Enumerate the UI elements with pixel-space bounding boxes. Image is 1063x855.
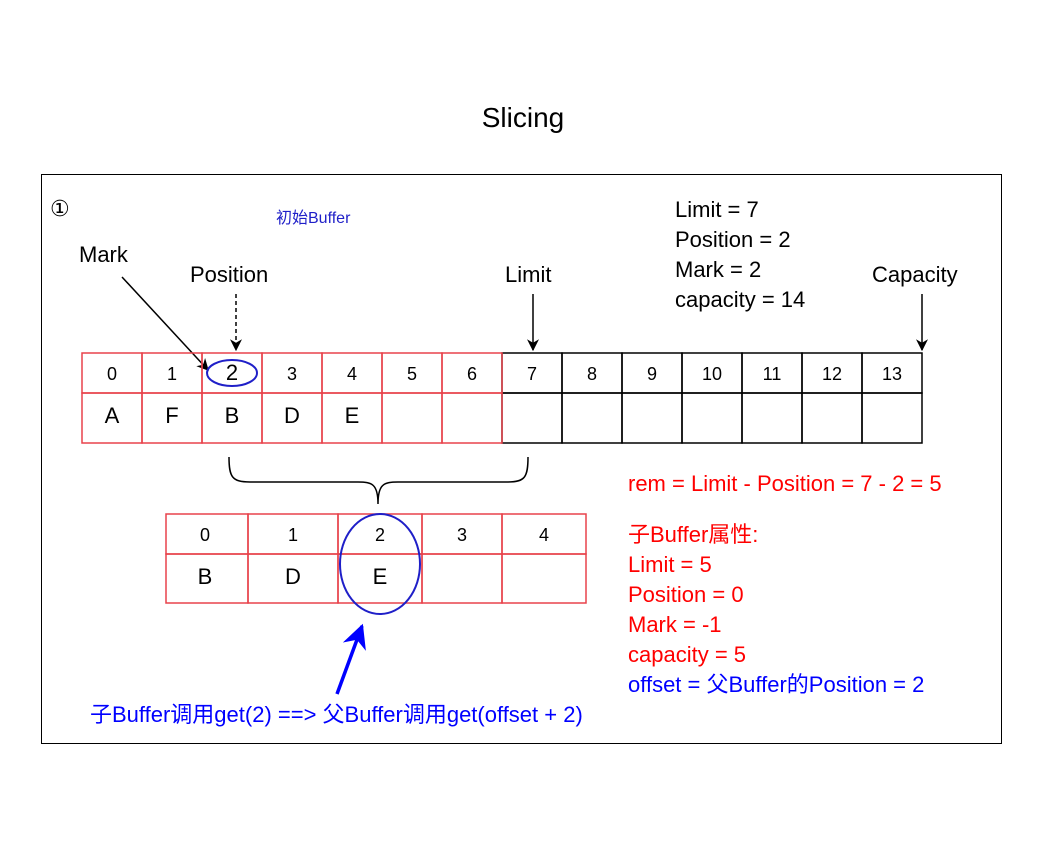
- limit-label: Limit: [505, 262, 551, 287]
- parent-value-cell: [801, 392, 863, 444]
- child-value-label: E: [373, 564, 388, 589]
- parent-stat-limit: Limit = 7: [675, 197, 759, 222]
- child-prop-position: Position = 0: [628, 582, 744, 607]
- parent-index-label: 6: [467, 364, 477, 384]
- parent-index-label: 5: [407, 364, 417, 384]
- parent-value-cell: [741, 392, 803, 444]
- bottom-note: 子Buffer调用get(2) ==> 父Buffer调用get(offset …: [90, 702, 583, 727]
- parent-buffer: 0A 1F 2B 3D 4E 5 6 7 8 9 10 11 12 13: [81, 352, 923, 444]
- parent-value-label: E: [345, 403, 360, 428]
- child-value-label: D: [285, 564, 301, 589]
- parent-index-label: 12: [822, 364, 842, 384]
- parent-value-label: B: [225, 403, 240, 428]
- mark-label: Mark: [79, 242, 129, 267]
- child-index-label: 1: [288, 525, 298, 545]
- child-value-cell: [501, 553, 587, 604]
- parent-value-label: F: [165, 403, 178, 428]
- parent-index-label: 4: [347, 364, 357, 384]
- child-prop-limit: Limit = 5: [628, 552, 712, 577]
- parent-value-label: D: [284, 403, 300, 428]
- position-index-highlight: [206, 359, 258, 387]
- step-marker: ①: [50, 196, 70, 221]
- parent-index-label: 8: [587, 364, 597, 384]
- offset-line: offset = 父Buffer的Position = 2: [628, 672, 924, 697]
- parent-index-label: 0: [107, 364, 117, 384]
- child-index-label: 0: [200, 525, 210, 545]
- child-value-label: B: [198, 564, 213, 589]
- parent-value-cell: [561, 392, 623, 444]
- parent-index-label: 1: [167, 364, 177, 384]
- parent-value-cell: [861, 392, 923, 444]
- mark-arrow: [121, 276, 209, 371]
- parent-value-label: A: [105, 403, 120, 428]
- child-prop-mark: Mark = -1: [628, 612, 722, 637]
- initial-buffer-label: 初始Buffer: [276, 209, 351, 227]
- child-props-title: 子Buffer属性:: [628, 522, 758, 547]
- outer-frame: [41, 174, 1002, 744]
- child-value-cell: [421, 553, 503, 604]
- parent-stats: Limit = 7 Position = 2 Mark = 2 capacity…: [675, 197, 805, 312]
- position-label: Position: [190, 262, 268, 287]
- capacity-label: Capacity: [872, 262, 958, 287]
- child-buffer: 0B 1D 2E 3 4: [165, 513, 587, 615]
- parent-value-cell: [621, 392, 683, 444]
- parent-index-label: 9: [647, 364, 657, 384]
- parent-index-label: 13: [882, 364, 902, 384]
- parent-value-cell: [441, 392, 503, 444]
- parent-index-label: 11: [763, 364, 782, 384]
- parent-index-label: 10: [702, 364, 722, 384]
- child-index-label: 3: [457, 525, 467, 545]
- parent-stat-mark: Mark = 2: [675, 257, 761, 282]
- get-arrow: [335, 623, 366, 695]
- parent-index-label: 2: [226, 360, 238, 385]
- diagram-title: Slicing: [482, 102, 564, 133]
- child-index-label: 4: [539, 525, 549, 545]
- parent-value-cell: [681, 392, 743, 444]
- parent-index-label: 7: [527, 364, 537, 384]
- parent-stat-position: Position = 2: [675, 227, 791, 252]
- rem-formula: rem = Limit - Position = 7 - 2 = 5: [628, 471, 942, 496]
- parent-index-label: 3: [287, 364, 297, 384]
- child-get-highlight: [339, 513, 421, 615]
- parent-value-cell: [501, 392, 563, 444]
- parent-stat-capacity: capacity = 14: [675, 287, 805, 312]
- child-index-label: 2: [375, 525, 385, 545]
- child-prop-capacity: capacity = 5: [628, 642, 746, 667]
- parent-value-cell: [381, 392, 443, 444]
- slice-brace: [228, 456, 529, 505]
